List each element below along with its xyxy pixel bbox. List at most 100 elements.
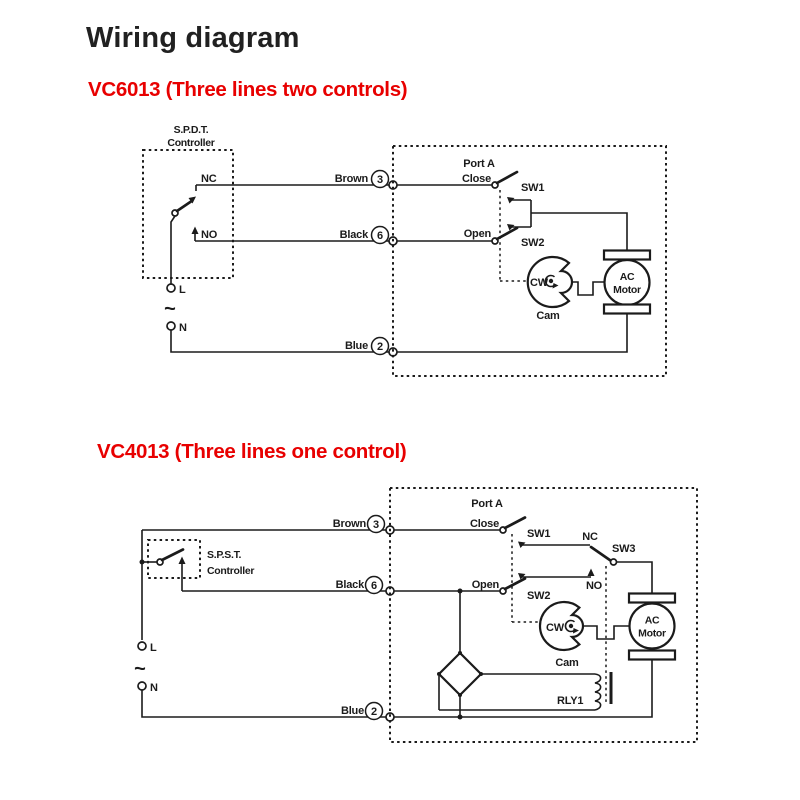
ac-symbol: ~ [164, 298, 176, 320]
rotation-arrow-arc [544, 274, 556, 288]
pin-number-2: 2 [377, 341, 383, 353]
spdt-type-label: S.P.D.T. [174, 124, 209, 136]
sw2-label: SW2 [521, 237, 544, 249]
ac-symbol: ~ [134, 658, 146, 680]
cam-shape [538, 600, 585, 652]
port-a-label: Port A [471, 498, 503, 510]
supply-terminals-2: L ~ N [134, 530, 158, 694]
motor-label-bottom: Motor [613, 284, 641, 296]
diagram-vc6013: S.P.D.T. Controller NC NO L ~ N Brown 3 [142, 124, 667, 377]
diagram2-heading: VC4013 (Three lines one control) [97, 440, 407, 463]
no-terminal-label: NO [201, 229, 218, 241]
actuator-box [389, 487, 698, 743]
open-label: Open [464, 228, 492, 240]
spdt-controller: S.P.D.T. Controller NC NO [142, 124, 234, 284]
motor-label-top: AC [645, 615, 660, 627]
black-wire-label: Black [340, 229, 369, 241]
port-a-label: Port A [463, 158, 495, 170]
neutral-label: N [150, 682, 158, 694]
live-label: L [179, 284, 186, 296]
rectifier-diamond [437, 651, 483, 697]
shaft-coupling-1 [572, 281, 605, 296]
motor-bottom-plate [602, 303, 652, 315]
blue-connector [385, 712, 395, 722]
black-wire-1: Black 6 [195, 225, 492, 246]
live-terminal [166, 283, 176, 293]
shaft-coupling-2 [583, 625, 630, 640]
pin-circle-6 [370, 225, 390, 245]
sw3-pivot [609, 558, 618, 566]
motor-top-plate [602, 249, 652, 261]
spst-controller-label: Controller [207, 565, 254, 577]
open-switch-sw2: Open SW2 NO [472, 568, 603, 602]
motor-bottom-plate [627, 649, 677, 661]
spst-controller: S.P.S.T. Controller [139, 539, 255, 591]
pin-circle-2 [364, 701, 384, 721]
blue-wire-line [170, 313, 628, 353]
ac-motor-1: AC Motor [602, 249, 652, 315]
rotation-dot [568, 623, 574, 629]
live-junction-dot [139, 559, 145, 565]
blue-wire-1: Blue 2 [170, 313, 628, 357]
spst-type-label: S.P.S.T. [207, 549, 242, 561]
actuator-enclosure-2: Port A Close SW1 NC Open SW2 NO [389, 487, 698, 743]
blue-wire-label: Blue [345, 340, 368, 352]
supply-terminals-1: L ~ N [164, 283, 187, 334]
neutral-terminal [137, 681, 147, 691]
close-switch-sw1: Close SW1 [462, 170, 545, 204]
rotation-dot [548, 278, 554, 284]
rotation-arrow-arc [564, 619, 576, 633]
cam-linkage-1 [499, 190, 528, 282]
brown-wire-2: Brown 3 [142, 514, 502, 535]
diagram1-heading: VC6013 (Three lines two controls) [88, 78, 408, 101]
page-title: Wiring diagram [86, 22, 300, 54]
cw-label: CW [530, 277, 549, 289]
spdt-switch-arm [175, 200, 193, 213]
neutral-label: N [179, 322, 187, 334]
pin-number-2: 2 [371, 706, 377, 718]
bridge-rectifier [437, 591, 483, 720]
relay-rly1: RLY1 [438, 566, 613, 711]
rly1-label: RLY1 [557, 695, 583, 707]
rotation-arrowhead [573, 628, 579, 634]
close-label: Close [470, 518, 499, 530]
cam-1: CW Cam [526, 255, 574, 322]
rotation-arrowhead [552, 283, 559, 289]
sw3-label: SW3 [612, 543, 635, 555]
blue-wire-2: Blue 2 [141, 659, 653, 722]
motor-top-plate [627, 592, 677, 604]
spdt-controller-box [142, 149, 234, 279]
brown-wire-1: Brown 3 [196, 169, 492, 190]
sw3-to-motor-wire [616, 561, 653, 594]
sw2-arm [503, 577, 527, 591]
open-label: Open [472, 579, 500, 591]
pin-number-6: 6 [371, 580, 377, 592]
motor-body [628, 602, 676, 650]
neutral-terminal [166, 321, 176, 331]
no-contact-arrowhead [587, 568, 595, 576]
pin-circle-2 [370, 336, 390, 356]
close-label: Close [462, 173, 491, 185]
cw-label: CW [546, 622, 565, 634]
common-to-motor-wire [531, 212, 628, 250]
sw1-label: SW1 [521, 182, 544, 194]
diamond-left-dot [437, 672, 441, 676]
sw2-label: SW2 [527, 590, 550, 602]
relay-coil [594, 673, 602, 711]
cam-label: Cam [536, 310, 560, 322]
pin-number-3: 3 [377, 174, 383, 186]
spdt-arm-arrowhead [188, 196, 196, 204]
close-switch-sw1: Close SW1 NC [470, 516, 598, 548]
nc-label: NC [582, 531, 598, 543]
sw1-arm [495, 170, 519, 185]
motor-label-top: AC [620, 271, 635, 283]
no-label: NO [586, 580, 603, 592]
brown-wire-label: Brown [333, 518, 367, 530]
actuator-box [392, 145, 667, 377]
sw1-label: SW1 [527, 528, 550, 540]
actuator-enclosure-1: Port A Close SW1 Open SW2 [392, 145, 667, 377]
sw1-arm [503, 516, 527, 530]
relay-switch-sw3: SW3 [589, 543, 653, 594]
pin-circle-3 [366, 514, 386, 534]
